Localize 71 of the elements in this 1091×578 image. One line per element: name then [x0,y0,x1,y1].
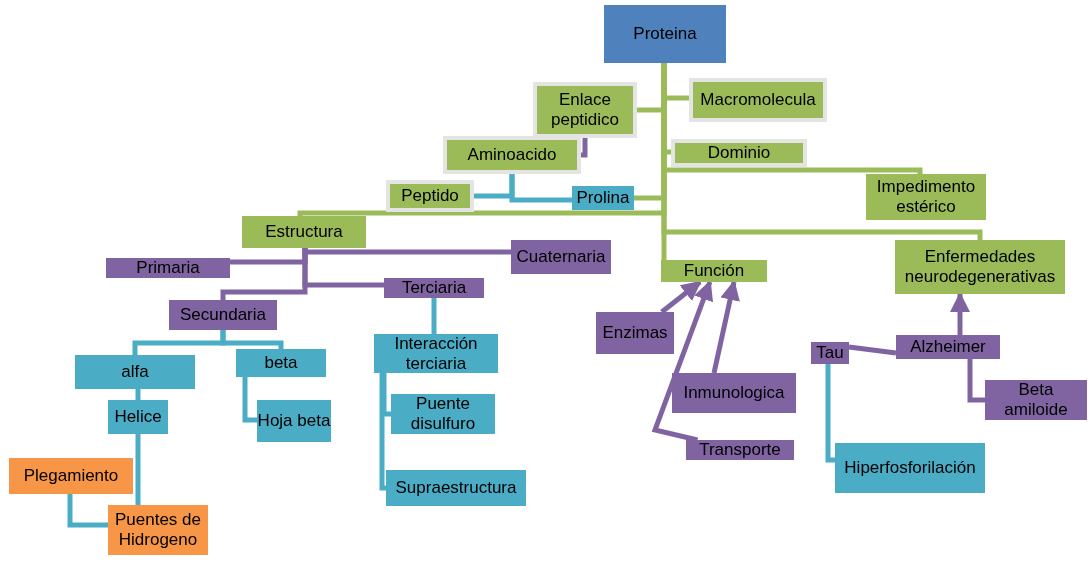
concept-box [686,440,794,460]
concept-box [661,260,767,282]
connector-line [967,359,985,403]
node-label: Inmunologica [683,383,785,403]
connector-line [135,434,141,505]
node-label: Terciaria [401,278,467,298]
concept-box [108,505,208,555]
connector-line [242,377,257,423]
arrow [711,280,740,374]
node-label: beta [264,353,298,373]
concept-box [596,312,674,354]
concept-box [895,240,1065,294]
node-label: Interacción terciaria [393,334,479,374]
concept-box [386,470,526,506]
node-label: Cuaternaria [516,247,606,267]
node-label: Helice [114,407,162,427]
node-label: Transporte [699,440,781,460]
concept-box [169,300,277,330]
node-label: Proteina [633,24,697,44]
node-label: Tau [816,343,844,363]
node-label: alfa [121,362,149,382]
node-label: Macromolecula [700,90,816,110]
node-label: Dominio [707,143,771,163]
node-label: Prolina [576,188,630,208]
node-label: Secundaria [180,305,266,325]
node-label: Enfermedades neurodegenerativas [903,247,1057,287]
connector-line [135,389,141,400]
connector-line [220,248,308,300]
concept-box [374,334,498,374]
concept-box [985,380,1087,420]
connector-line [825,364,835,463]
concept-box [236,349,326,377]
node-label: Enzimas [602,323,668,343]
node-label: Impedimento estérico [875,177,977,217]
concept-box [896,335,1000,359]
concept-box [511,240,611,274]
arrow [660,280,702,314]
node-label: Enlace peptidico [549,90,621,130]
concept-box [672,373,796,413]
node-label: Hoja beta [257,411,331,431]
concept-box [75,355,195,389]
root-box [604,5,726,63]
concept-box [811,342,849,364]
connector-line [220,330,284,349]
concept-box [242,216,366,248]
concept-box [9,458,133,494]
node-label: Beta amiloide [1003,380,1069,420]
node-label: Primaria [136,258,200,278]
node-label: Peptido [401,186,459,206]
connector-line [431,296,437,334]
connector-line [297,63,667,218]
node-label: Plegamiento [23,466,119,486]
node-label: Puente disulfuro [409,394,477,434]
concept-box [866,174,986,220]
concept-box [108,400,168,434]
connector-line [67,494,108,528]
node-label: Puentes de Hidrogeno [114,510,202,550]
concept-box [391,394,495,434]
concept-box [384,278,484,298]
node-label: Alzheimer [910,337,986,357]
node-label: Hiperfosforilación [844,458,976,478]
concept-box [257,400,331,442]
node-label: Estructura [265,222,343,242]
node-label: Supraestructura [395,478,517,498]
arrow [950,292,970,335]
connector-line [848,344,897,356]
concept-box [835,443,985,493]
concept-box [106,258,230,278]
arrow [651,280,714,443]
node-label: Función [683,261,745,281]
node-label: Aminoacido [467,145,557,165]
